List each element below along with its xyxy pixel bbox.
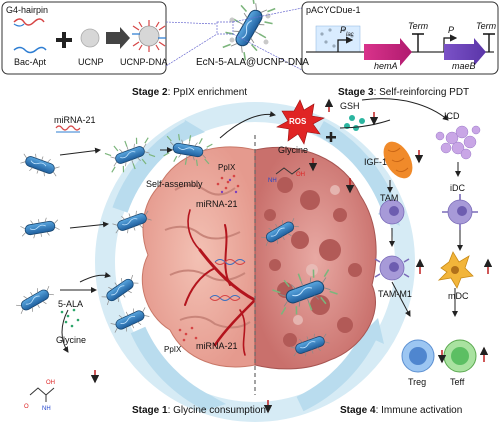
stage4-title: Stage 4: Immune activation [340, 405, 463, 416]
svg-text:NH: NH [268, 178, 277, 184]
bac-apt-icon [13, 46, 47, 54]
svg-text:OH: OH [46, 380, 55, 386]
bacterium-left-2 [19, 215, 61, 241]
teff-label: Teff [450, 377, 465, 387]
mirna-bottom-label: miRNA-21 [196, 341, 238, 351]
ppix-bottom-label: PpIX [164, 345, 182, 354]
svg-text:O: O [24, 404, 29, 410]
mirna-left-label: miRNA-21 [54, 115, 96, 125]
mdc-cell-icon [437, 251, 474, 289]
five-ala-label: 5-ALA [58, 299, 84, 309]
maeb-label: maeB [452, 61, 476, 71]
ros-burst-icon [276, 99, 325, 145]
term1-label: Term [408, 21, 429, 31]
idc-label: iDC [450, 183, 465, 193]
ucnp-particles-icon [320, 28, 354, 48]
stage3-title: Stage 3: Self-reinforcing PDT [338, 87, 470, 98]
ucnp-dna-icon [132, 20, 166, 52]
tam-m1-label: TAM-M1 [378, 289, 412, 299]
ucnp-label: UCNP [78, 57, 104, 67]
bacterium-left-1 [18, 149, 62, 181]
plac-label: Plac [340, 25, 354, 38]
bacterium-left-3 [13, 282, 57, 318]
ppix-dots-top [216, 174, 240, 190]
ppix-dots-bottom [178, 326, 198, 342]
svg-text:OH: OH [296, 172, 305, 178]
term2-icon [483, 33, 495, 52]
term1-icon [412, 33, 424, 52]
stage1-title: Stage 1: Glycine consumption [132, 405, 266, 416]
dna-helix-icon [209, 259, 246, 301]
plus-icon [56, 32, 72, 48]
cycle-arrow-bottom-left [130, 326, 214, 412]
cycle-arrow-bottom-right [296, 326, 380, 412]
glycine-left-label: Glycine [56, 335, 87, 345]
ppix-top-label: PpIX [218, 163, 236, 172]
gsh-label: GSH [340, 101, 360, 111]
icd-cluster-icon [435, 125, 481, 160]
g4-hairpin-icon [13, 18, 45, 27]
igf1-label: IGF-1 [364, 157, 388, 167]
treg-label: Treg [408, 377, 427, 387]
hema-label: hemA [374, 61, 398, 71]
construct-label: EcN-5-ALA@UCNP-DNA [196, 57, 309, 68]
gsh-molecule-icon [344, 115, 365, 131]
hema-gene-icon [364, 38, 412, 66]
synthesis-arrow-icon [106, 27, 130, 49]
stage2-title: Stage 2: PpIX enrichment [132, 87, 248, 98]
ros-label: ROS [289, 117, 307, 126]
brain-icon [141, 146, 256, 368]
idc-cell-icon [442, 194, 478, 230]
plasmid-name-label: pACYCDue-1 [306, 5, 361, 15]
cycle-arrow-left [112, 120, 194, 213]
tam-m1-cell-icon [374, 255, 410, 281]
icd-label: ICD [444, 111, 460, 121]
plac-promoter-icon [337, 36, 354, 52]
glycine-center-label: Glycine [278, 145, 309, 155]
term2-label: Term [476, 21, 497, 31]
teff-cell-icon [443, 339, 477, 373]
tumor-icon [254, 146, 377, 370]
treg-cell-icon [401, 339, 435, 373]
tam-label: TAM [380, 193, 399, 203]
construct-bacterium-icon [214, 0, 284, 64]
bac-apt-label: Bac-Apt [14, 57, 47, 67]
maeb-gene-icon [444, 38, 486, 66]
ppix-dots-mid [220, 178, 238, 194]
svg-text:NH: NH [42, 406, 51, 412]
ucnp-icon [80, 28, 100, 48]
five-ala-dots [60, 308, 80, 328]
mirna-left-icon [55, 125, 81, 131]
glycine-molecule-left [29, 387, 55, 402]
tam-cell-icon [379, 199, 405, 225]
mirna-mid-label: miRNA-21 [196, 199, 238, 209]
glycine-molecule-center [275, 167, 301, 175]
igf1-icon [383, 141, 413, 179]
ucnp-dna-label: UCNP-DNA [120, 57, 168, 67]
self-assembly-label: Self-assembly [146, 179, 203, 189]
mdc-label: mDC [448, 291, 469, 301]
p2-label: P [448, 25, 455, 35]
blood-vessels-icon [184, 209, 257, 356]
g4-hairpin-label: G4-hairpin [6, 5, 49, 15]
